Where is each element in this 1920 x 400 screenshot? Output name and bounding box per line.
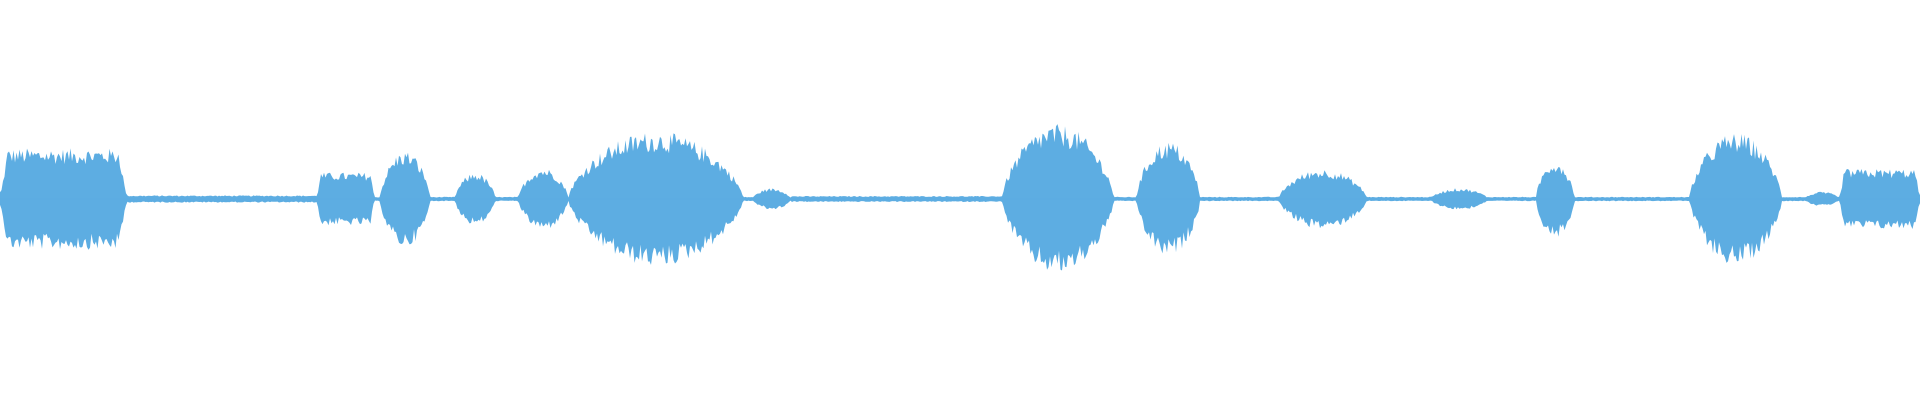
waveform-shape [0,124,1920,271]
